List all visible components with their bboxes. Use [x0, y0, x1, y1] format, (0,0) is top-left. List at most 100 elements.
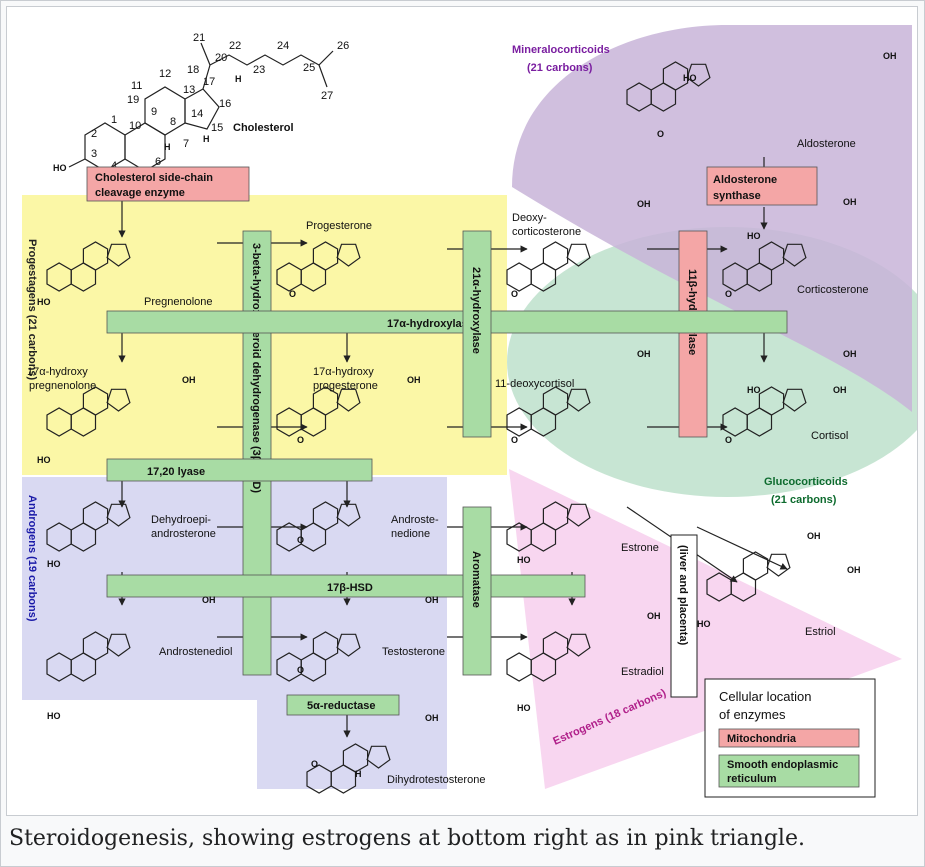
- aldosterone-synthase-box: [706, 166, 818, 206]
- estrogens-region: [509, 469, 902, 789]
- svg-text:OH: OH: [843, 197, 857, 207]
- atom-labels: HO HO HO HO O O O O O O O O O O OH OH OH…: [37, 51, 897, 779]
- steroid-skeleton: [46, 386, 131, 437]
- steroid-skeleton: [306, 743, 391, 794]
- svg-text:O: O: [725, 289, 732, 299]
- scc-enzyme-box: [86, 166, 250, 202]
- steroidogenesis-diagram: Mineralocorticoids (21 carbons) Glucocor…: [22, 25, 917, 798]
- svg-text:21: 21: [193, 32, 205, 44]
- svg-text:HO: HO: [517, 703, 531, 713]
- cholesterol-h-2: H: [203, 134, 210, 144]
- molecule-labels: Pregnenolone Progesterone Deoxy- cortico…: [27, 138, 869, 786]
- legend-er-swatch: [718, 754, 860, 788]
- svg-text:O: O: [311, 759, 318, 769]
- steroid-skeleton: [506, 501, 591, 552]
- testosterone-label: Testosterone: [382, 646, 445, 658]
- liver-placenta-label: (liver and placenta): [677, 545, 689, 646]
- steroid-skeleton: [506, 631, 591, 682]
- svg-text:O: O: [289, 289, 296, 299]
- cholesterol-carbon-numbers: 1 2 3 4 5 6 7 8 9 10 11 12 13 14 15 16 1…: [91, 32, 349, 178]
- aromatase-label: Aromatase: [470, 551, 482, 608]
- svg-text:OH: OH: [847, 565, 861, 575]
- svg-text:HO: HO: [517, 555, 531, 565]
- figure-caption: Steroidogenesis, showing estrogens at bo…: [9, 826, 805, 851]
- dht-label: Dihydrotestosterone: [387, 774, 485, 786]
- image-panel: Mineralocorticoids (21 carbons) Glucocor…: [6, 6, 918, 816]
- mineralocorticoids-label: Mineralocorticoids: [512, 44, 610, 56]
- svg-text:OH: OH: [425, 595, 439, 605]
- svg-text:O: O: [511, 435, 518, 445]
- svg-text:OH: OH: [637, 349, 651, 359]
- svg-text:O: O: [725, 435, 732, 445]
- pregnenolone-label: Pregnenolone: [144, 296, 213, 308]
- mineralocorticoids-carbons: (21 carbons): [527, 62, 593, 74]
- steroid-skeleton: [46, 241, 131, 292]
- deoxycorticosterone-label-2: corticosterone: [512, 226, 581, 238]
- enzyme-location-legend: Cellular location of enzymes Mitochondri…: [704, 678, 876, 798]
- svg-text:OH: OH: [182, 375, 196, 385]
- svg-text:HO: HO: [37, 455, 51, 465]
- svg-text:27: 27: [321, 90, 333, 102]
- hydroxylase17-label: 17α-hydroxylase: [387, 318, 474, 330]
- hsd3b-label: 3-beta-hydroxysteroid dehydrogenase (3β-…: [250, 243, 262, 493]
- hydroxypregnenolone-label-1: 17α-hydroxy: [27, 366, 88, 378]
- steroid-skeleton: [276, 241, 361, 292]
- aldosterone-synthase-label-1: Aldosterone: [713, 174, 777, 186]
- cholesterol-name: Cholesterol: [233, 122, 294, 134]
- svg-text:4: 4: [111, 160, 117, 172]
- svg-text:OH: OH: [425, 713, 439, 723]
- legend-mitochondria-label: Mitochondria: [727, 733, 797, 745]
- svg-text:2: 2: [91, 128, 97, 140]
- svg-text:17: 17: [203, 76, 215, 88]
- svg-text:OH: OH: [202, 595, 216, 605]
- svg-text:O: O: [511, 289, 518, 299]
- cholesterol-ho: HO: [53, 163, 67, 173]
- svg-text:15: 15: [211, 122, 223, 134]
- svg-text:HO: HO: [747, 385, 761, 395]
- hydroxylase11b-box: [678, 230, 708, 438]
- svg-text:11: 11: [131, 80, 142, 92]
- legend-er-label-2: reticulum: [727, 773, 777, 785]
- svg-text:OH: OH: [833, 385, 847, 395]
- hsd3b-box: [242, 230, 272, 676]
- hydroxyprogesterone-label-2: progesterone: [313, 380, 378, 392]
- progesterone-label: Progesterone: [306, 220, 372, 232]
- svg-text:9: 9: [151, 106, 157, 118]
- corticosterone-label: Corticosterone: [797, 284, 869, 296]
- cholesterol-structure: [68, 42, 334, 172]
- legend-title-2: of enzymes: [719, 707, 786, 722]
- svg-text:20: 20: [215, 52, 227, 64]
- steroid-skeleton: [46, 631, 131, 682]
- hydroxyprogesterone-label-1: 17α-hydroxy: [313, 366, 374, 378]
- svg-text:18: 18: [187, 64, 199, 76]
- steroid-skeletons: [46, 61, 807, 794]
- svg-text:3: 3: [91, 148, 97, 160]
- androstenedione-label-1: Androste-: [391, 514, 439, 526]
- svg-text:14: 14: [191, 108, 203, 120]
- aldosterone-synthase-label-2: synthase: [713, 190, 761, 202]
- steroid-skeleton: [46, 501, 131, 552]
- aldosterone-label: Aldosterone: [797, 138, 856, 150]
- androstenediol-label: Androstenediol: [159, 646, 232, 658]
- svg-text:OH: OH: [843, 349, 857, 359]
- svg-text:HO: HO: [697, 619, 711, 629]
- cholesterol-h-3: H: [235, 74, 242, 84]
- cortisol-label: Cortisol: [811, 430, 848, 442]
- steroid-skeleton: [722, 241, 807, 292]
- svg-text:OH: OH: [407, 375, 421, 385]
- steroid-skeleton: [506, 241, 591, 292]
- steroid-skeleton: [276, 386, 361, 437]
- svg-text:HO: HO: [47, 711, 61, 721]
- svg-text:7: 7: [183, 138, 189, 150]
- reductase-box: [286, 694, 400, 716]
- svg-text:12: 12: [159, 68, 171, 80]
- svg-text:16: 16: [219, 98, 231, 110]
- glucocorticoids-label: Glucocorticoids: [764, 476, 848, 488]
- steroid-skeleton: [276, 631, 361, 682]
- deoxycortisol-label: 11-deoxycortisol: [495, 378, 574, 390]
- svg-text:O: O: [297, 435, 304, 445]
- steroid-skeleton: [506, 386, 591, 437]
- svg-text:8: 8: [170, 116, 176, 128]
- svg-text:O: O: [297, 535, 304, 545]
- lyase-label: 17,20 lyase: [147, 466, 205, 478]
